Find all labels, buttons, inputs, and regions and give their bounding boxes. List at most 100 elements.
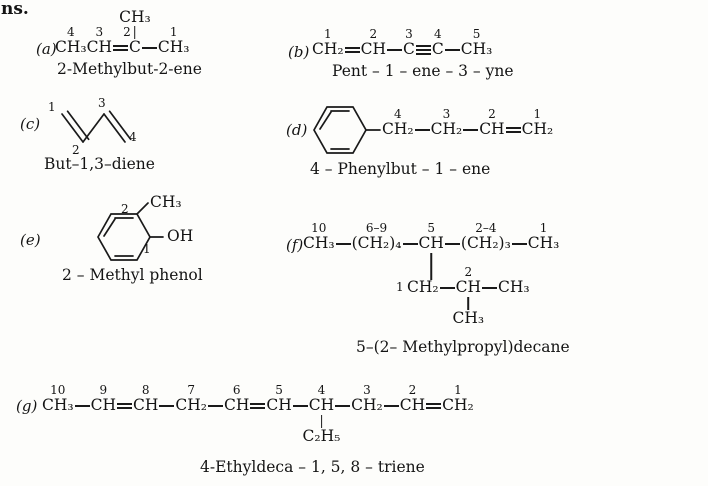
- atom-group: 2–4(CH₂)₃: [461, 222, 511, 253]
- single-bond: [207, 384, 224, 415]
- e-position-1: 1: [143, 242, 151, 256]
- single-bond: [481, 266, 498, 297]
- double-bond: [344, 28, 361, 59]
- atom-text: CH₃: [303, 234, 335, 252]
- single-bond: [141, 26, 158, 57]
- locant-number: 2: [123, 25, 131, 39]
- locant-number: 2: [408, 383, 417, 397]
- structure-c-name: But–1,3–diene: [44, 155, 155, 173]
- structure-f-name: 5–(2– Methylpropyl)decane: [356, 338, 570, 356]
- structure-e-name: 2 – Methyl phenol: [62, 266, 203, 284]
- bond-lines: [383, 397, 400, 415]
- single-bond: [383, 384, 400, 415]
- atom-text: CH₃: [157, 38, 190, 56]
- bond-lines: [116, 397, 133, 415]
- locant-number: 2: [464, 265, 473, 279]
- bond-lines: [386, 41, 403, 59]
- bond-lines: [158, 397, 175, 415]
- atom-text: CH₂: [351, 396, 383, 414]
- c-atom-number-2: 2: [72, 143, 80, 157]
- atom-text: CH: [455, 278, 481, 296]
- atom-text: C: [431, 40, 444, 58]
- locant-number: 1: [533, 107, 542, 121]
- bond-lines: [425, 397, 442, 415]
- item-b-label: (b): [288, 43, 310, 61]
- item-e-label: (e): [20, 231, 41, 249]
- branch-below: C₂H₅: [303, 415, 340, 445]
- atom-text: CH: [479, 120, 505, 138]
- bond-lines: [402, 235, 419, 253]
- locant-number: 5: [472, 27, 481, 41]
- item-c-label: (c): [20, 115, 41, 133]
- atom-text: CH: [132, 396, 159, 414]
- double-bond: [116, 384, 133, 415]
- atom-text: (CH₂)₄: [351, 234, 402, 252]
- bond-lines: [505, 121, 522, 139]
- benzene-ring: [313, 106, 381, 154]
- atom-text: CH: [223, 396, 250, 414]
- locant-number: 1: [323, 27, 332, 41]
- structure-d-name: 4 – Phenylbut – 1 – ene: [310, 160, 491, 178]
- atom-text: CH₂: [175, 396, 207, 414]
- single-bond: [158, 384, 175, 415]
- bond-lines: [292, 397, 309, 415]
- structure-a-name: 2-Methylbut-2-ene: [57, 60, 202, 78]
- single-bond: [414, 108, 431, 139]
- single-bond: [386, 28, 403, 59]
- locant-number: 7: [187, 383, 195, 397]
- bond-lines: [207, 397, 224, 415]
- c-atom-number-1: 1: [48, 100, 56, 114]
- branch-above: CH₃: [119, 9, 151, 39]
- atom-text: CH₂: [407, 278, 439, 296]
- locant-number: 1: [539, 221, 548, 235]
- bond-lines: [415, 41, 432, 59]
- bond-lines: [141, 39, 158, 57]
- structure-b-name: Pent – 1 – ene – 3 – yne: [332, 62, 514, 80]
- locant-number: 8: [141, 383, 150, 397]
- atom-group: CH₂: [407, 266, 439, 297]
- single-bond: [74, 384, 91, 415]
- item-g-label: (g): [16, 397, 38, 415]
- single-bond: [292, 384, 309, 415]
- answers-label: ns.: [1, 0, 29, 19]
- bond-lines: [439, 279, 456, 297]
- bond-lines: [462, 121, 479, 139]
- locant-number: 2: [488, 107, 496, 121]
- locant-number: 10: [311, 221, 327, 235]
- structure-g-name: 4-Ethyldeca – 1, 5, 8 – triene: [200, 458, 425, 476]
- c-atom-number-3: 3: [98, 96, 106, 110]
- locant-number: 9: [99, 383, 108, 397]
- locant-number: 3: [95, 25, 104, 39]
- bond-lines: [74, 397, 91, 415]
- bond-lines: [444, 41, 461, 59]
- bond-lines: [249, 397, 266, 415]
- locant-number: 4: [66, 25, 75, 39]
- locant-number: 2: [369, 27, 378, 41]
- single-bond: [402, 222, 419, 253]
- atom-text: CH₃: [460, 40, 493, 58]
- atom-text: CH₂: [312, 40, 344, 58]
- branch-below: CH₃: [452, 297, 484, 327]
- atom-text: CH₂: [382, 120, 414, 138]
- atom-text: CH₃: [497, 278, 530, 296]
- double-bond: [112, 26, 129, 57]
- bond-lines: [444, 235, 461, 253]
- item-a-label: (a): [36, 40, 57, 58]
- phenol-ring: [97, 202, 164, 261]
- atom-text: (CH₂)₃: [460, 234, 511, 252]
